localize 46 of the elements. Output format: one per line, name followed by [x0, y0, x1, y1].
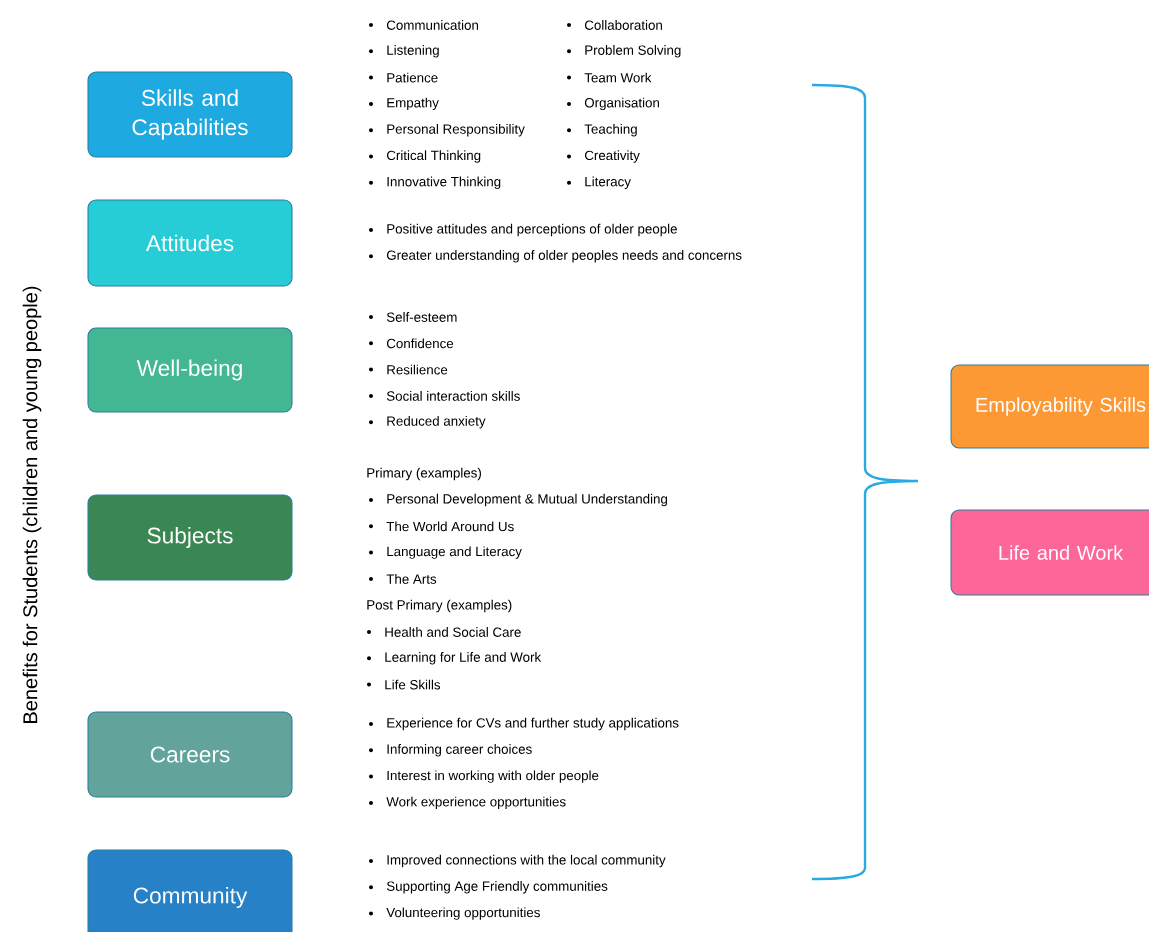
category-box: Employability Skills [950, 364, 1149, 449]
bullet-item: Volunteering opportunities [369, 907, 540, 920]
bullet-item: Health and Social Care [367, 627, 521, 637]
bullet-item: Learning for Life and Work [367, 652, 542, 665]
bullet-item: Team Work [567, 72, 652, 83]
bullet-item: Creativity [567, 150, 640, 163]
bullet-item: Listening [369, 45, 439, 58]
bullet-item: Teaching [567, 124, 637, 137]
category-box: Skills and Capabilities [87, 71, 293, 158]
bullet-item: Interest in working with older people [369, 770, 599, 783]
bullet-item: Self-esteem [369, 312, 457, 322]
bullet-item: Patience [369, 72, 438, 83]
bullet-item: Organisation [567, 97, 659, 111]
bullet-item: Resilience [369, 364, 448, 375]
bullet-item: Work experience opportunities [369, 796, 566, 810]
bullet-item: Experience for CVs and further study applications [369, 717, 679, 731]
bullet-item: Personal Development & Mutual Understanding [369, 493, 667, 507]
category-box: Attitudes [87, 199, 293, 287]
bullet-item: Problem Solving [567, 45, 681, 58]
bullet-item: Collaboration [567, 20, 662, 30]
bullet-item: Communication [369, 20, 478, 30]
category-box: Community [87, 849, 293, 932]
bullet-item: Confidence [369, 338, 454, 349]
bullet-item: The World Around Us [369, 521, 514, 532]
list-heading: Post Primary (examples) [367, 599, 512, 613]
side-title: Benefits for Students (children and young people) [22, 286, 42, 723]
bullet-item: Empathy [369, 97, 439, 111]
list-heading: Primary (examples) [367, 467, 481, 481]
bullet-item: Language and Literacy [369, 546, 522, 559]
bullet-item: Positive attitudes and perceptions of older people [369, 223, 677, 237]
bullet-item: Informing career choices [369, 744, 532, 757]
category-box: Subjects [87, 494, 293, 581]
bullet-item: Personal Responsibility [369, 124, 525, 137]
bullet-item: Social interaction skills [369, 391, 520, 401]
bullet-item: Greater understanding of older peoples needs and concerns [369, 250, 742, 263]
bullet-item: Critical Thinking [369, 150, 481, 163]
bullet-item: Life Skills [367, 679, 441, 690]
bullet-item: Innovative Thinking [369, 176, 501, 189]
bullet-item: Literacy [567, 176, 631, 189]
bullet-item: Reduced anxiety [369, 416, 486, 429]
bullet-item: Improved connections with the local community [369, 854, 666, 868]
category-box: Life and Work [950, 509, 1149, 596]
bullet-item: Supporting Age Friendly communities [369, 881, 608, 894]
category-box: Careers [87, 711, 293, 798]
category-box: Well-being [87, 327, 293, 413]
bullet-item: The Arts [369, 574, 437, 584]
